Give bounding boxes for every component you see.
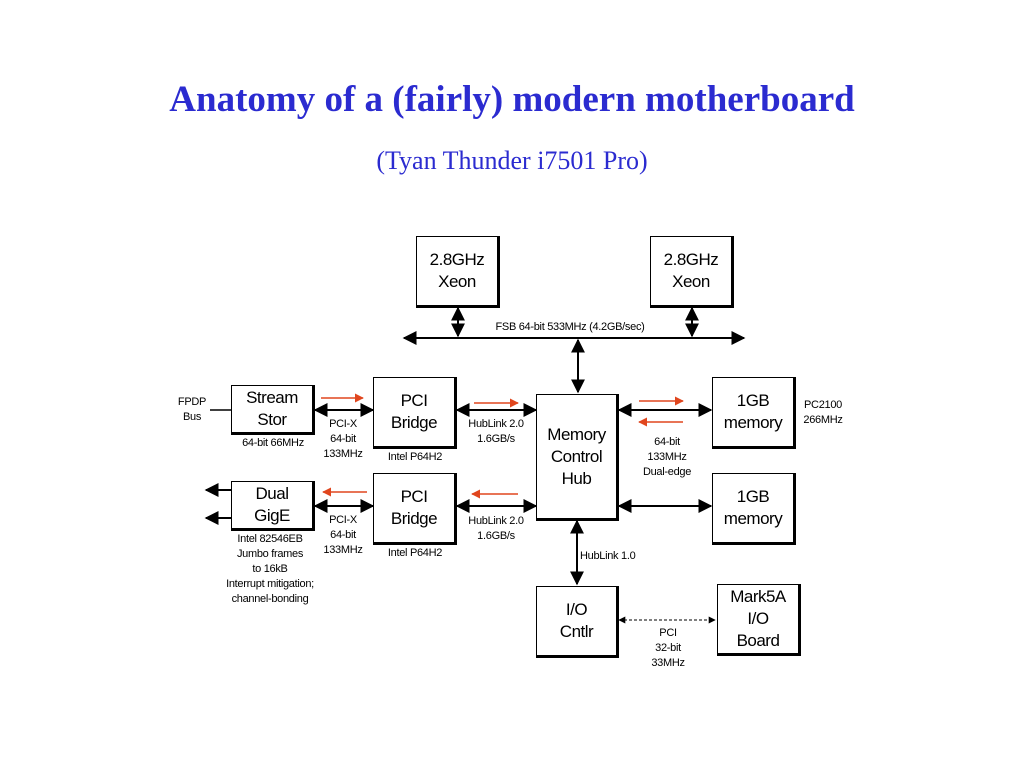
stream-stor-bus-label: 64-bit 66MHz xyxy=(242,437,304,449)
intel-p64h2-1-label: Intel P64H2 xyxy=(387,451,443,463)
fsb-label: FSB 64-bit 533MHz (4.2GB/sec) xyxy=(480,320,660,335)
page-subtitle: (Tyan Thunder i7501 Pro) xyxy=(376,146,648,175)
intel-p64h2-2-label: Intel P64H2 xyxy=(387,547,443,559)
hublink-10-label: HubLink 1.0 xyxy=(580,550,636,562)
page-title: Anatomy of a (fairly) modern motherboard xyxy=(169,79,855,120)
